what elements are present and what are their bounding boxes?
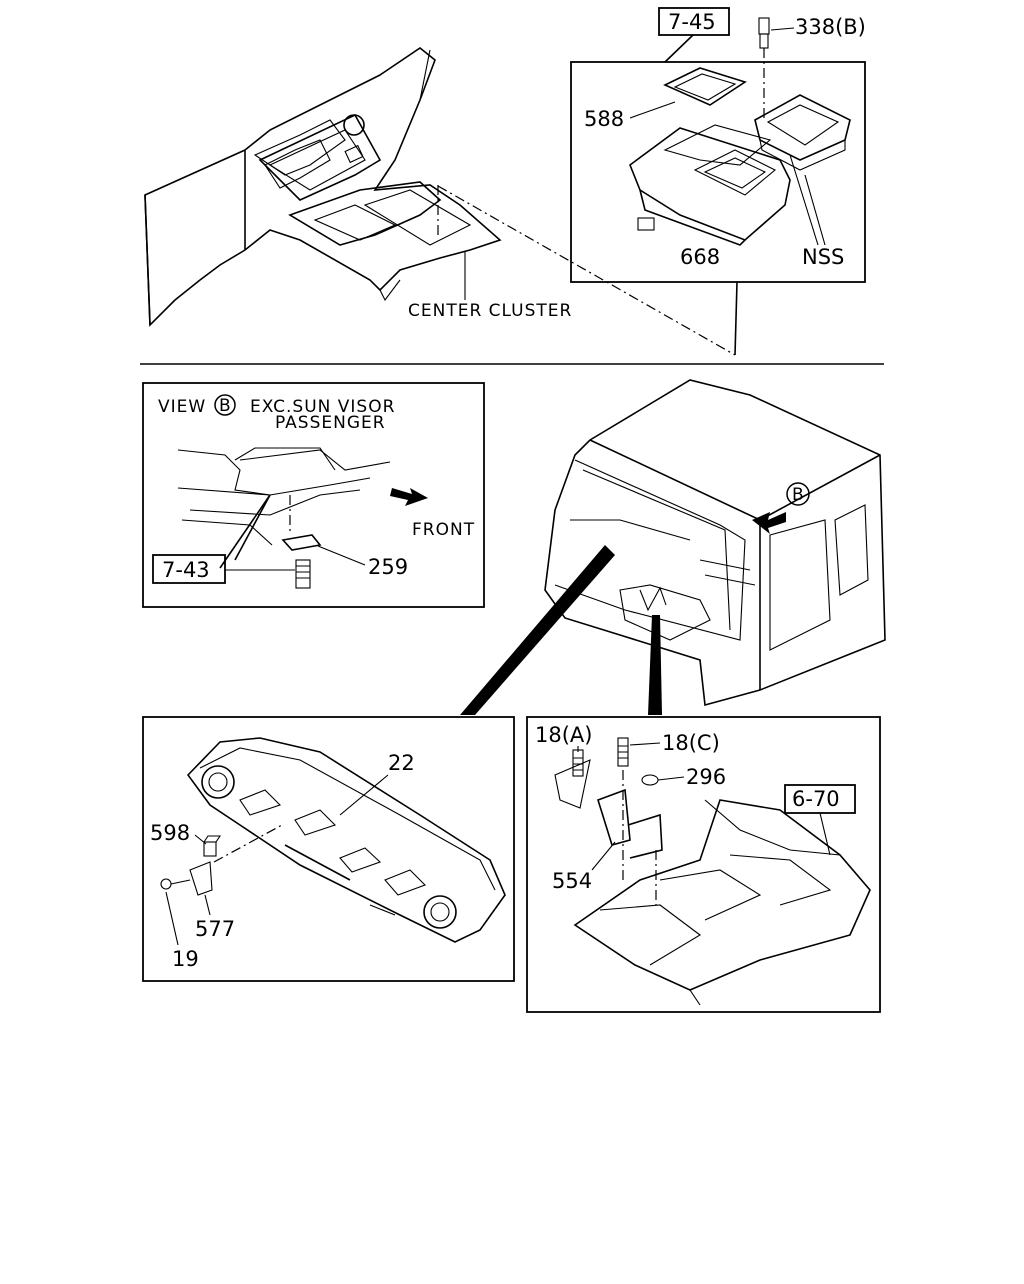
view-b-frame xyxy=(142,382,485,608)
console-box-exploded xyxy=(629,17,851,246)
center-cluster-label: CENTER CLUSTER xyxy=(408,301,572,321)
callout-22: 22 xyxy=(388,751,415,775)
ref-box-7-43 xyxy=(152,554,226,584)
callout-296: 296 xyxy=(686,765,726,789)
callout-338: 338(B) xyxy=(795,15,866,39)
ref-label-6-70: 6-70 xyxy=(792,787,840,811)
ref-box-7-45 xyxy=(658,7,730,36)
leader-box-bottom xyxy=(734,281,738,356)
view-b-circle xyxy=(214,394,236,416)
floor-frame xyxy=(526,716,881,1013)
truck-cab-drawing xyxy=(544,379,886,707)
callout-577: 577 xyxy=(195,917,235,941)
front-label: FRONT xyxy=(412,520,475,540)
callout-19: 19 xyxy=(172,947,199,971)
callout-18c: 18(C) xyxy=(662,731,720,755)
dash-panel-drawing xyxy=(160,737,506,943)
leader-cluster-to-box xyxy=(437,185,736,356)
exploded-view-frame xyxy=(570,61,866,283)
callout-598: 598 xyxy=(150,821,190,845)
wedge-leader-dash xyxy=(460,545,615,715)
view-b-title: VIEW xyxy=(158,397,206,417)
floor-drawing xyxy=(554,737,871,1006)
callout-668: 668 xyxy=(680,245,720,269)
ref-label-7-45: 7-45 xyxy=(668,10,716,34)
callout-554: 554 xyxy=(552,869,592,893)
view-b-subtitle: EXC.SUN VISOR xyxy=(250,397,395,417)
sun-visor-area-drawing xyxy=(177,447,428,589)
wedge-leader-floor xyxy=(648,615,662,715)
callout-18a: 18(A) xyxy=(535,723,592,747)
cab-view-b-circle xyxy=(786,482,810,506)
center-cluster-drawing xyxy=(144,47,502,327)
dash-panel-frame xyxy=(142,716,515,982)
cab-view-b-letter: B xyxy=(792,485,805,505)
view-b-passenger: PASSENGER xyxy=(275,413,386,433)
callout-nss: NSS xyxy=(802,245,844,269)
callout-588: 588 xyxy=(584,107,624,131)
ref-label-7-43: 7-43 xyxy=(162,558,210,582)
callout-259: 259 xyxy=(368,555,408,579)
view-b-circle-letter: B xyxy=(219,396,232,416)
